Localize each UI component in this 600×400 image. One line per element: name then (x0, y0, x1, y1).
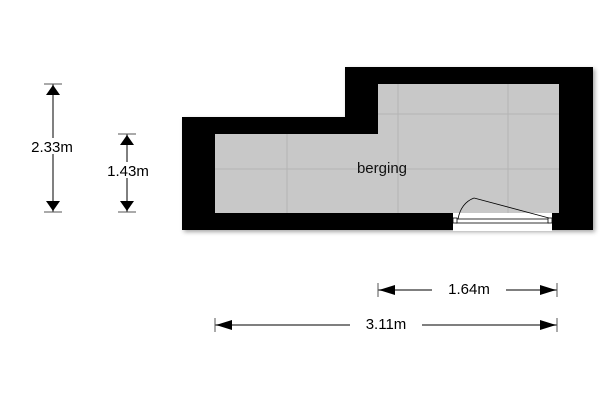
dimension-total-width: 3.11m (214, 316, 558, 333)
dimension-label: 1.64m (448, 281, 490, 298)
door[interactable] (452, 197, 553, 231)
floor-tile-grid (215, 84, 559, 213)
dimension-upper-width: 1.64m (377, 281, 558, 298)
dimension-total-height: 2.33m (18, 83, 86, 213)
dimension-label: 2.33m (31, 139, 73, 156)
dimension-lower-height: 1.43m (93, 133, 161, 213)
floor (215, 84, 559, 213)
dimension-label: 1.43m (107, 163, 149, 180)
dimension-label: 3.11m (366, 316, 407, 333)
room-label: berging (357, 160, 407, 177)
